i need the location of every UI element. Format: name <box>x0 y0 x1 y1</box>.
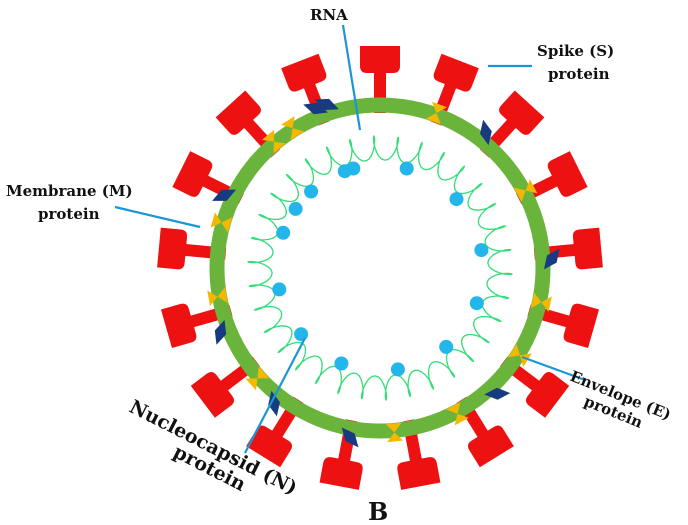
envelope-protein <box>303 102 328 115</box>
nucleocapsid-protein <box>469 296 484 311</box>
membrane-protein <box>513 179 538 202</box>
viral-envelope-ring <box>209 97 551 439</box>
membrane-protein <box>446 401 469 426</box>
envelope-protein <box>480 119 492 146</box>
envelope-protein <box>314 98 339 110</box>
envelope-protein <box>268 390 280 417</box>
envelope-protein <box>212 189 236 201</box>
envelope-protein-group <box>212 98 560 448</box>
nucleocapsid-protein <box>390 362 405 377</box>
nucleocapsid-protein <box>449 192 464 207</box>
nucleocapsid-protein <box>276 225 291 240</box>
envelope-protein <box>214 320 227 345</box>
envelope-protein <box>484 387 511 400</box>
membrane-protein <box>210 212 233 233</box>
nucleocapsid-protein <box>399 161 414 176</box>
nucleocapsid-protein <box>439 339 454 354</box>
panel-letter: B <box>368 497 388 525</box>
nucleocapsid-protein <box>272 282 287 297</box>
nucleocapsid-protein <box>334 356 349 371</box>
membrane-protein <box>385 422 404 443</box>
membrane-protein <box>530 292 552 312</box>
membrane-protein <box>281 116 305 140</box>
nucleocapsid-protein <box>294 327 309 342</box>
membrane-label-line1: Membrane (M) <box>6 182 133 200</box>
spike-label-line1: Spike (S) <box>537 42 614 60</box>
membrane-protein <box>425 101 447 125</box>
nucleocapsid-pointer-line <box>244 337 306 454</box>
envelope-pointer-line <box>521 355 586 382</box>
envelope-protein <box>543 248 560 270</box>
membrane-protein <box>207 287 228 307</box>
nucleocapsid-protein <box>288 201 303 216</box>
membrane-protein <box>261 129 286 154</box>
nucleocapsid-protein <box>304 184 319 199</box>
rna-strand <box>246 134 514 402</box>
nucleocapsid-protein <box>474 243 489 258</box>
pointer-lines <box>114 24 586 454</box>
spike-label-line2: protein <box>548 65 610 83</box>
membrane-protein <box>245 366 270 391</box>
rna-label: RNA <box>310 6 348 24</box>
membrane-pointer-line <box>114 205 201 229</box>
nucleocapsid-protein <box>346 161 361 176</box>
rna-pointer-line <box>341 24 362 131</box>
envelope-protein <box>341 427 359 448</box>
nucleocapsid-protein-group <box>272 161 489 377</box>
membrane-label-line2: protein <box>38 205 100 223</box>
